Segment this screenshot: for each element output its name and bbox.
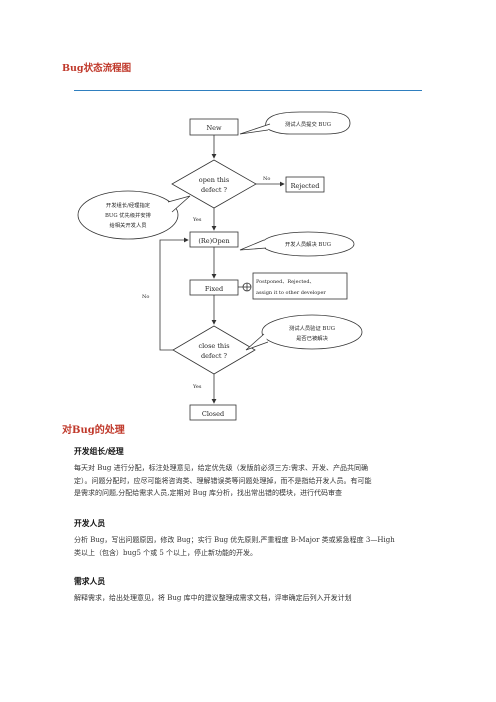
state-closed-box [189,404,237,421]
callout-lead-text-1: 开发组长/经理指定 [106,201,151,209]
callout-lead-shape [77,190,179,240]
decision-close-diamond [172,325,256,375]
bug-handling-heading: 对Bug的处理 [62,425,125,436]
state-reopen-label: (Re)Open [198,237,229,245]
callout-dev-tail [239,239,267,251]
callout-tester-new-shape [265,111,351,135]
postponed-box [252,272,348,300]
decision-close-label-1: close this [198,342,229,350]
decision-open-label-2: defect ? [201,186,228,194]
callout-lead-tail [167,195,191,213]
role-dev-line-1: 分析 Bug，写出问题原因，修改 Bug；实行 Bug 优先原则,严重程度 B-… [74,536,395,544]
role-dev-section: 开发人员 分析 Bug，写出问题原因，修改 Bug；实行 Bug 优先原则,严重… [74,518,424,559]
callout-verify-shape [261,314,363,350]
edge-close-yes-label: Yes [192,384,202,390]
edge-close-no-loop [159,237,189,351]
role-req-name: 需求人员 [74,577,106,586]
callout-verify-tail [245,333,269,351]
bug-state-flowchart: New open this defect ? No Rejected Yes (… [77,111,363,421]
role-lead-section: 开发组长/经理 每天对 Bug 进行分配，标注处理意见，给定优先级（发版前必须三… [74,446,424,500]
state-new-label: New [206,124,222,132]
edge-close-no-label: No [142,294,149,300]
callout-verify-text-1: 测试人员验证 BUG [289,324,335,332]
state-rejected-box [285,176,325,193]
state-rejected-label: Rejected [291,182,320,190]
role-dev-name: 开发人员 [74,519,106,528]
edge-open-yes-label: Yes [192,217,202,223]
decision-open-label-1: open this [199,176,229,184]
role-lead-line-2: 定）。问题分配时，应尽可能将咨询类、理解错误类等问题处理掉，而不是指给开发人员。… [74,476,372,485]
postponed-label-1: Postponed、Rejected、 [256,279,315,285]
section-title: Bug状态流程图 [62,63,132,74]
callout-lead-text-2: BUG 优先级并安排 [105,211,152,219]
edge-open-no-label: No [263,176,270,182]
callout-dev-text: 开发人员解决 BUG [285,240,331,248]
section-divider [74,90,422,91]
state-fixed-label: Fixed [205,285,223,293]
role-lead-line-3: 是需求的问题,分配给需求人员,定期对 Bug 库分析，找出常出错的模块，进行代码… [74,489,343,497]
role-lead-name: 开发组长/经理 [74,447,124,456]
role-req-section: 需求人员 解释需求，给出处理意见，将 Bug 库中的建议整理成需求文档，评审确定… [74,576,424,605]
callout-tester-new-tail [239,123,271,135]
state-closed-label: Closed [202,410,224,418]
role-lead-line-1: 每天对 Bug 进行分配，标注处理意见，给定优先级（发版前必须三方:需求、开发、… [74,464,368,472]
role-req-line-1: 解释需求，给出处理意见，将 Bug 库中的建议整理成需求文档，评审确定后列入开发… [74,594,352,602]
postponed-label-2: assign it to other developer [256,290,326,296]
decision-close-label-2: defect ? [201,352,228,360]
callout-lead-text-3: 给相关开发人员 [109,221,146,229]
callout-tester-new-text: 测试人员提交 BUG [285,120,331,128]
role-dev-line-2: 类以上（包含）bug5 个或 5 个以上，停止新功能的开发。 [74,548,258,557]
callout-verify-text-2: 是否已被解决 [296,334,328,342]
